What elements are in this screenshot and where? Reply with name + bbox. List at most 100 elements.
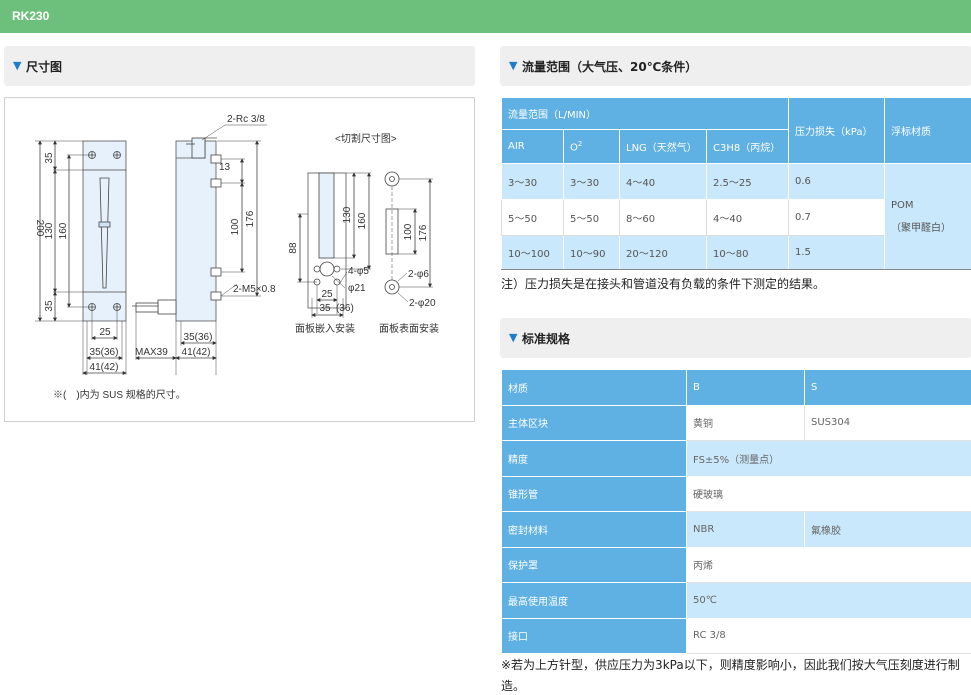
dimension-drawing: 35 200 130 160 35 25 35(36) 41(42) 2-Rc … [4,97,475,422]
spec-taper-value: 硬玻璃 [686,475,971,512]
cell-air: 3～30 [501,163,564,200]
cut-dim-phi21: φ21 [348,283,366,294]
cut-drawing-title: <切割尺寸图> [335,132,397,145]
dim-41-42-side: 41(42) [182,347,211,358]
cut-dim-4phi5: 4-φ5 [348,266,369,277]
product-title-bar: RK230 [0,0,971,33]
table-row: 10～100 10～90 20～120 10～80 1.5 [501,235,971,270]
dim-41-42: 41(42) [90,362,119,373]
col-o2-text: O [570,142,578,154]
dim-max39: MAX39 [135,347,168,358]
cut-dim-36: (36) [336,303,354,314]
cell-pressure-loss: 0.6 [788,163,885,200]
cut-dim-160: 160 [357,212,368,229]
dim-35-bottom: 35 [44,300,55,312]
cell-c3h8: 2.5～25 [706,163,789,200]
table-row: 最高使用温度 50℃ [501,582,971,619]
dim-35-36: 35(36) [90,347,119,358]
table-row: 接口 RC 3/8 [501,617,971,654]
triangle-down-icon: ▼ [509,331,518,344]
flow-section-header[interactable]: ▼ 流量范围（大气压、20℃条件） [500,46,971,86]
dim-13: 13 [219,162,231,173]
pressure-loss-note: 注）压力损失是在接头和管道没有负载的条件下测定的结果。 [501,277,826,291]
float-material-value: POM [891,199,914,211]
spec-body-s: SUS304 [804,404,971,441]
col-air: AIR [501,129,564,164]
spec-label-taper: 锥形管 [501,475,687,512]
cell-c3h8: 10～80 [706,235,789,270]
cell-o2: 3～30 [563,163,620,200]
dim-100: 100 [230,218,241,235]
cell-lng: 20～120 [619,235,707,270]
cut-dim-176: 176 [418,224,429,241]
cell-float-material: POM （聚甲醛白） [884,163,971,270]
spec-section-header[interactable]: ▼ 标准规格 [500,318,971,358]
label-m5-thread: 2-M5×0.8 [233,284,276,295]
dim-200: 200 [34,220,45,237]
spec-port-value: RC 3/8 [686,617,971,654]
dim-35-36-side: 35(36) [184,332,213,343]
flow-range-group-header: 流量范围（L/MIN） [501,97,789,130]
label-panel-surface: 面板表面安装 [379,322,439,335]
dim-130: 130 [44,222,55,239]
float-material-header: 浮标材质 [884,97,971,164]
cell-pressure-loss: 1.5 [788,235,885,270]
spec-section-title: 标准规格 [522,332,571,346]
spec-seal-b: NBR [686,511,805,548]
cut-dim-100: 100 [403,223,414,240]
dim-176: 176 [245,210,256,227]
cell-pressure-loss: 0.7 [788,199,885,236]
accuracy-note: ※若为上方针型，供应压力为3kPa以下，则精度影响小，因此我们按大气压刻度进行制… [501,658,960,693]
spec-label-accuracy: 精度 [501,440,687,477]
cut-dim-88: 88 [288,242,299,254]
cell-lng: 8～60 [619,199,707,236]
table-row: 材质 B S [501,369,971,406]
table-row: 密封材料 NBR 氟橡胶 [501,511,971,548]
table-bottom-rule [501,269,971,270]
cut-dim-35: 35 [319,303,331,314]
flow-section-title: 流量范围（大气压、20℃条件） [522,60,698,74]
sus-note: ※( )内为 SUS 规格的尺寸。 [53,388,186,401]
table-row: 主体区块 黄铜 SUS304 [501,404,971,441]
table-row: 3～30 3～30 4～40 2.5～25 0.6 POM （聚甲醛白） [501,163,971,270]
cell-o2: 10～90 [563,235,620,270]
col-c3h8: C3H8（丙烷） [706,129,789,164]
cut-dim-2phi6: 2-φ6 [408,269,429,280]
spec-label-seal: 密封材料 [501,511,687,548]
spec-label-port: 接口 [501,617,687,654]
cut-dim-25: 25 [321,289,333,300]
spec-body-b: 黄铜 [686,404,805,441]
dimension-section-header[interactable]: ▼ 尺寸图 [4,46,475,86]
col-o2-sup: 2 [577,139,583,148]
dim-25: 25 [99,327,111,338]
spec-header-b: B [686,369,805,406]
table-row: 锥形管 硬玻璃 [501,475,971,512]
cut-dim-2phi20: 2-φ20 [409,298,436,309]
spec-label-cover: 保护罩 [501,546,687,583]
table-row: 保护罩 丙烯 [501,546,971,583]
dim-35-top: 35 [44,152,55,164]
float-material-sub: （聚甲醛白） [891,222,951,234]
label-rc-thread: 2-Rc 3/8 [227,114,265,125]
cut-dim-130: 130 [342,206,353,223]
spec-header-material: 材质 [501,369,687,406]
cell-lng: 4～40 [619,163,707,200]
dim-160: 160 [58,222,69,239]
triangle-down-icon: ▼ [13,59,22,72]
pressure-loss-header: 压力损失（kPa） [788,97,885,164]
spec-header-s: S [804,369,971,406]
col-o2: O2 [563,129,620,164]
col-lng: LNG（天然气） [619,129,707,164]
spec-label-temp: 最高使用温度 [501,582,687,619]
triangle-down-icon: ▼ [509,59,518,72]
spec-table: 材质 B S 主体区块 黄铜 SUS304 精度 FS±5%（测量点） 锥形管 … [501,369,971,654]
label-panel-embed: 面板嵌入安装 [295,322,355,335]
cell-air: 5～50 [501,199,564,236]
product-title: RK230 [12,9,50,23]
cell-o2: 5～50 [563,199,620,236]
spec-cover-value: 丙烯 [686,546,971,583]
spec-accuracy-value: FS±5%（测量点） [686,440,971,477]
flow-range-table: 流量范围（L/MIN） 压力损失（kPa） 浮标材质 AIR O2 LNG（天然… [501,97,971,270]
dimension-section-title: 尺寸图 [26,60,63,74]
spec-seal-s: 氟橡胶 [804,511,971,548]
